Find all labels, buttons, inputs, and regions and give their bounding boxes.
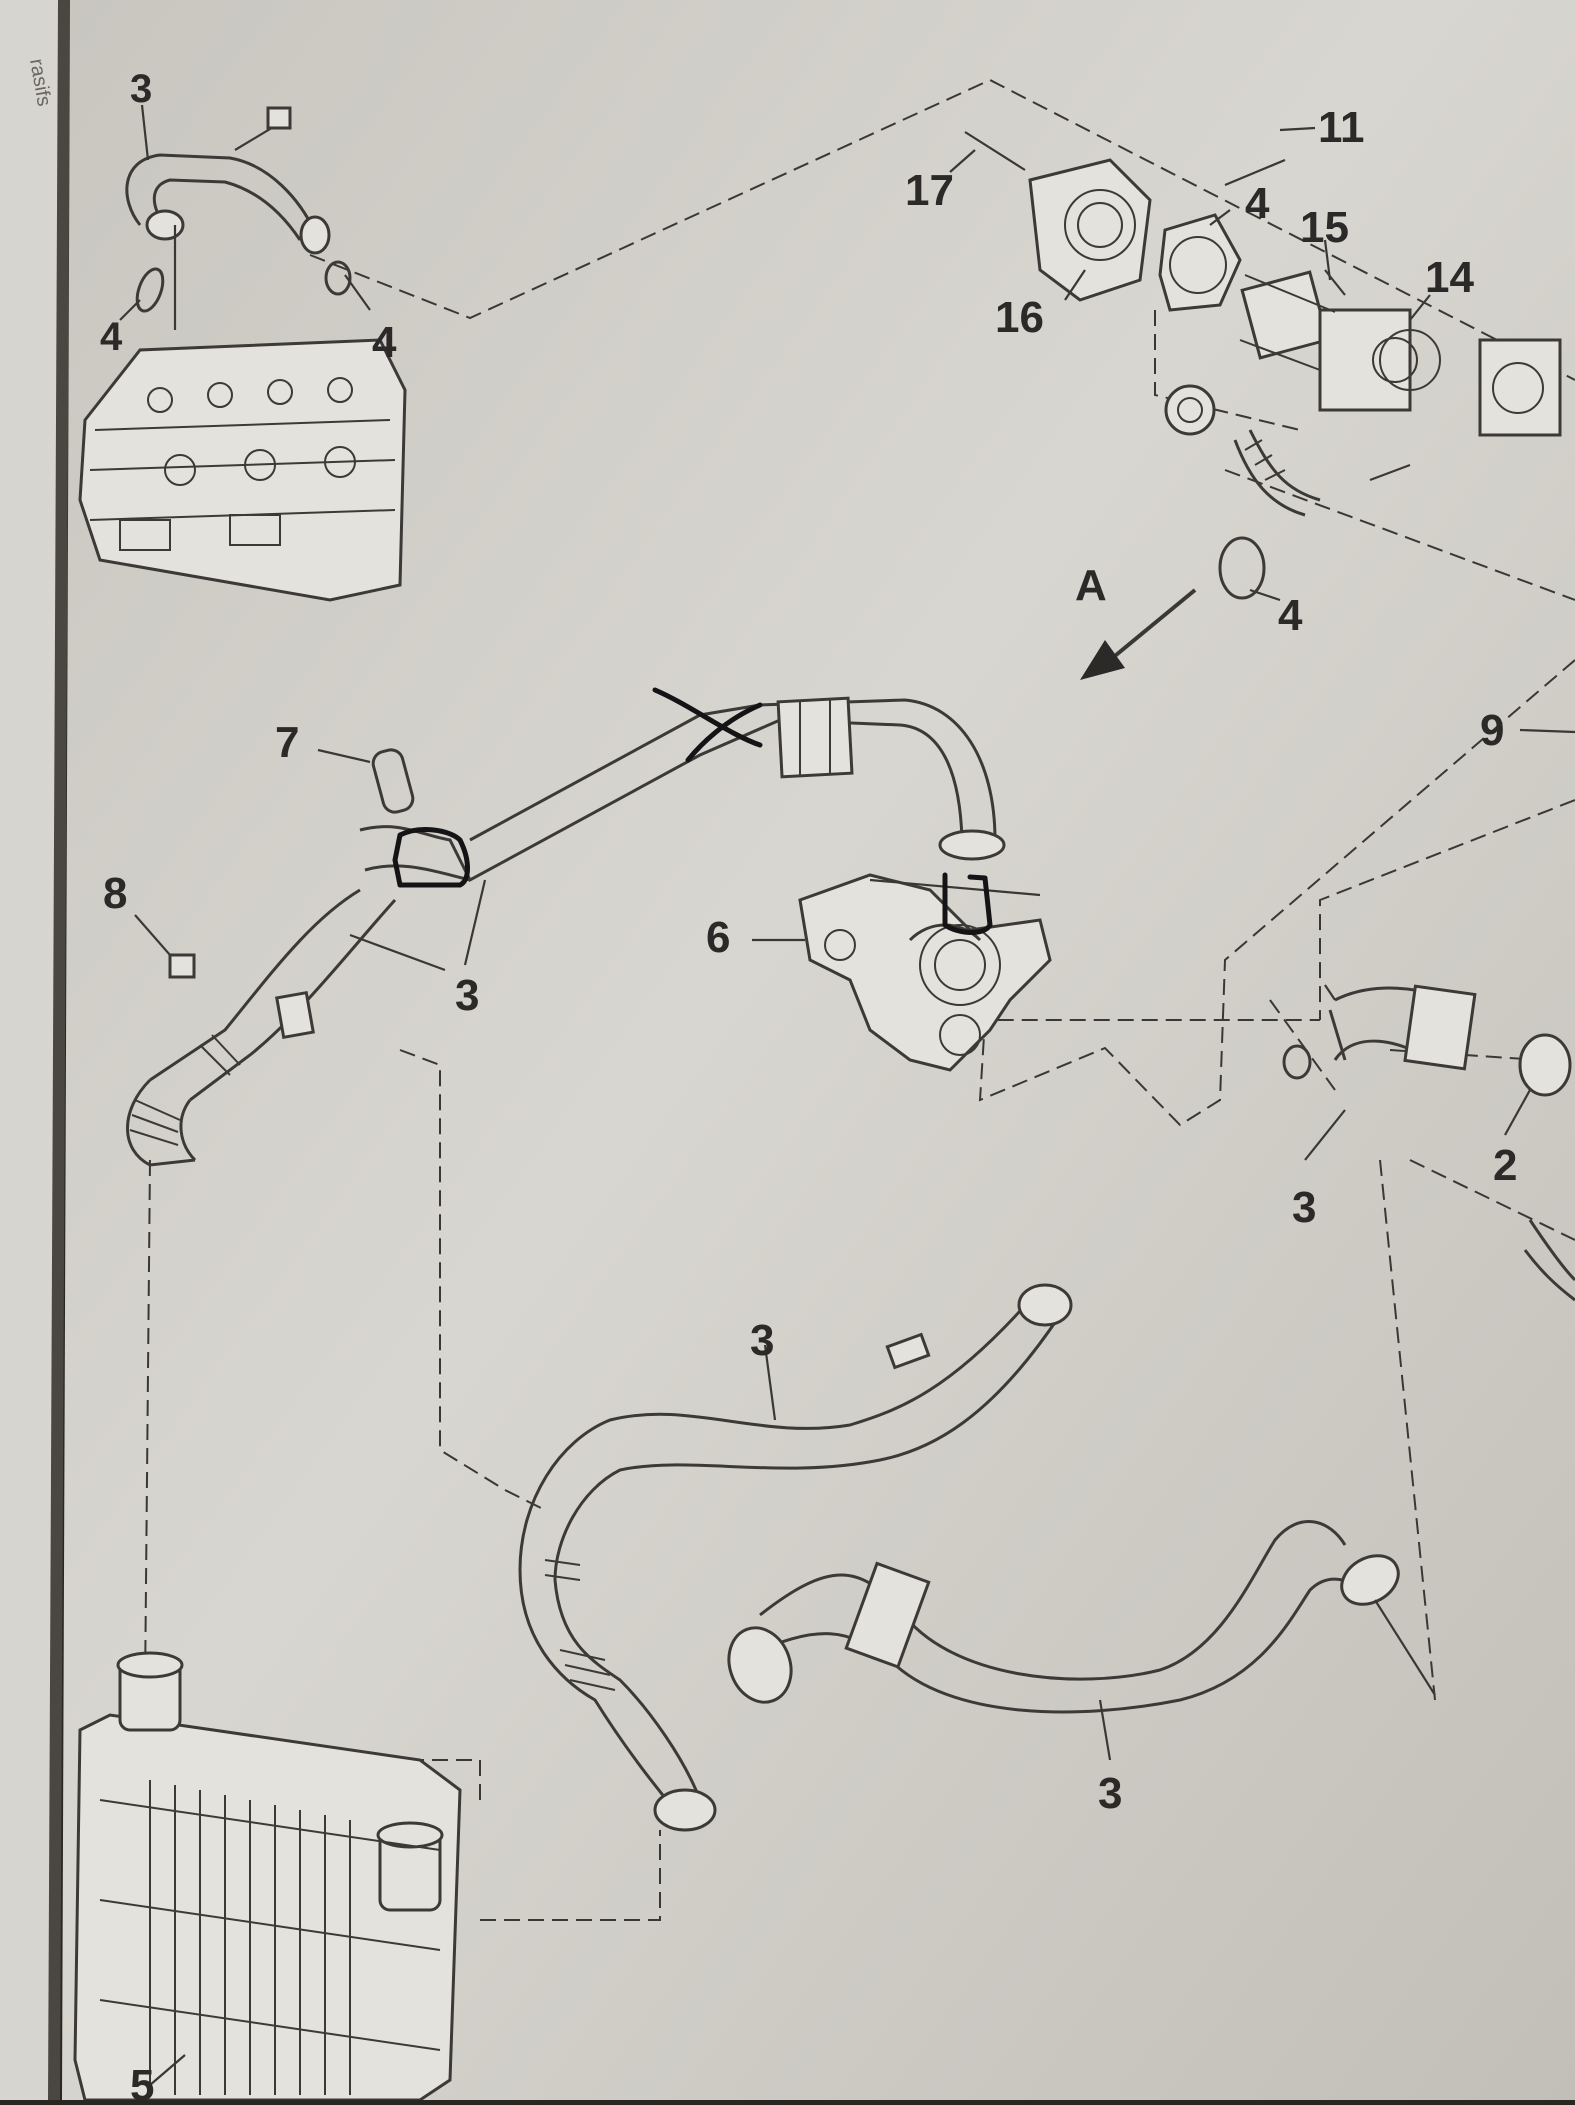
charge-hose-upper <box>359 696 1006 883</box>
label-9: 9 <box>1480 706 1504 755</box>
o-rings-top-left <box>135 260 352 313</box>
label-7: 7 <box>275 718 299 767</box>
paper-page <box>62 0 1575 2100</box>
egr-hose-and-clamps <box>1164 384 1321 600</box>
label-3-lower-middle: 3 <box>750 1316 774 1365</box>
lower-hose-ribs <box>544 1559 616 1691</box>
label-4-gasket: 4 <box>1278 591 1303 640</box>
label-a: A <box>1075 561 1107 610</box>
label-leader-lines <box>119 104 1575 2086</box>
label-17: 17 <box>905 166 954 215</box>
ink-cross-mark-x <box>652 687 763 748</box>
egr-gasket <box>1218 536 1266 600</box>
label-15: 15 <box>1300 203 1349 252</box>
charge-hose-lower-left <box>126 888 397 1167</box>
ink-d-mark <box>392 827 470 888</box>
label-4-left-a: 4 <box>100 315 123 359</box>
facing-page-edge <box>0 0 58 2100</box>
label-3-top-left: 3 <box>130 67 152 111</box>
direction-arrow-a <box>1080 588 1197 680</box>
label-14: 14 <box>1425 253 1474 302</box>
charge-hose-lower-middle <box>518 1283 1073 1832</box>
gasket-7 <box>371 748 415 814</box>
callout-labels: 3 4 4 17 11 4 15 14 16 A 4 7 9 8 3 6 3 2… <box>100 67 1517 2105</box>
intercooler <box>73 1651 462 2102</box>
cylinder-head <box>78 338 407 602</box>
label-2: 2 <box>1493 1141 1517 1190</box>
ink-u-mark <box>942 872 993 935</box>
label-4-flange: 4 <box>1245 179 1270 228</box>
label-8: 8 <box>103 869 127 918</box>
label-11: 11 <box>1318 103 1365 152</box>
right-intake-hose <box>1282 984 1575 1302</box>
bellows-ribs <box>129 1034 241 1146</box>
charge-hose-bottom <box>727 1520 1436 1714</box>
handwritten-marks <box>392 687 993 935</box>
label-6: 6 <box>706 913 730 962</box>
label-3-hose-upper: 3 <box>455 971 479 1020</box>
plug-8 <box>168 953 196 979</box>
label-4-left-b: 4 <box>372 318 397 367</box>
egr-valve-assembly <box>1028 158 1562 437</box>
egr-pipe-top-left <box>125 106 331 330</box>
label-3-right: 3 <box>1292 1183 1316 1232</box>
egr-bolts <box>964 131 1411 482</box>
label-5: 5 <box>130 2061 154 2100</box>
label-3-bottom: 3 <box>1098 1769 1122 1818</box>
label-16: 16 <box>995 293 1044 342</box>
